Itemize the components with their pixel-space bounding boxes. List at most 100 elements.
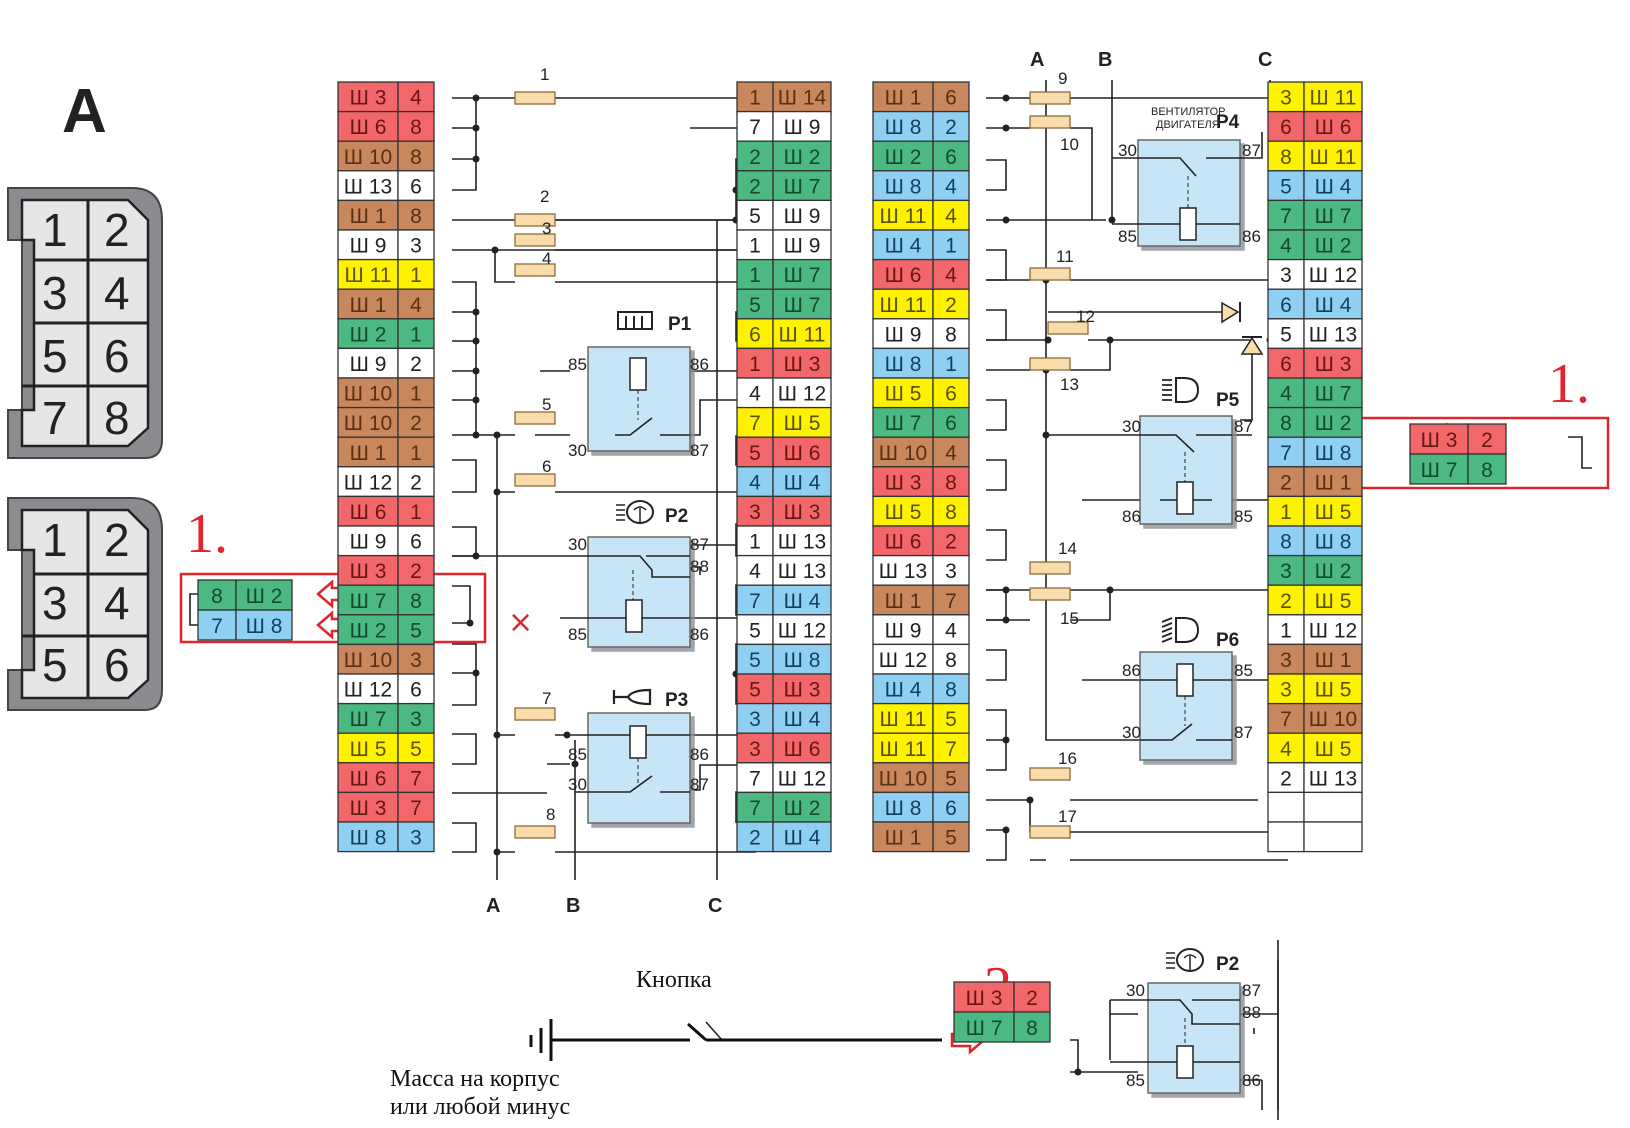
cell-text: 1 <box>945 235 957 258</box>
cell <box>1267 791 1305 823</box>
pin-label: 6 <box>104 330 130 382</box>
bus-label-c-bottom: C <box>708 895 722 917</box>
fuse-body <box>514 213 556 227</box>
cell <box>772 643 832 675</box>
relay-pin: 86 <box>1242 227 1261 246</box>
cell-text: Ш 3 <box>784 501 821 524</box>
cell-text: Ш 13 <box>778 531 826 554</box>
cell <box>337 140 399 172</box>
fuse-label: 5 <box>542 395 551 414</box>
relay-p6: P6 86 85 30 87 <box>1122 617 1253 761</box>
cell-text: Ш 5 <box>350 738 387 761</box>
cell-text: 1 <box>749 235 761 258</box>
fuse-label: 7 <box>542 689 551 708</box>
cell-text: Ш 9 <box>350 353 387 376</box>
cell-text: Ш 5 <box>1315 738 1352 761</box>
cell-text: 4 <box>1280 738 1292 761</box>
relay-pin: 86 <box>1242 1071 1261 1090</box>
cell-text: Ш 8 <box>885 175 922 198</box>
cell-text: 7 <box>211 615 223 638</box>
cell-text: Ш 2 <box>1315 412 1352 435</box>
cell <box>772 406 832 438</box>
cell-text: 1 <box>410 323 422 346</box>
cell <box>932 288 970 320</box>
relay-pin: 85 <box>1234 661 1253 680</box>
cell-text: 1 <box>945 353 957 376</box>
pin-label: 2 <box>104 514 130 566</box>
cell <box>397 495 435 527</box>
cell <box>932 318 970 350</box>
relay-pin: 87 <box>1242 981 1261 1000</box>
cell <box>1303 673 1363 705</box>
fuse-body <box>514 825 556 839</box>
relay-pin: 88 <box>690 557 709 576</box>
cell <box>772 791 832 823</box>
cell-text: Ш 9 <box>350 235 387 258</box>
relay-pin: 87 <box>1234 417 1253 436</box>
cell-text: Ш 2 <box>1315 560 1352 583</box>
fuse-body <box>514 263 556 277</box>
cell <box>772 436 832 468</box>
cell <box>772 288 832 320</box>
cell-text: 5 <box>945 827 957 850</box>
cell <box>1303 170 1363 202</box>
cell <box>337 406 399 438</box>
cell <box>397 406 435 438</box>
cell-text: 5 <box>749 205 761 228</box>
cell <box>872 199 934 231</box>
cell <box>872 584 934 616</box>
cell-text: 8 <box>410 590 422 613</box>
cell <box>872 791 934 823</box>
connector-8pin: 1 2 3 4 5 6 7 8 <box>7 187 163 459</box>
cell <box>1303 347 1363 379</box>
cell-text: Ш 2 <box>350 323 387 346</box>
cell-text: Ш 2 <box>885 146 922 169</box>
cell-text: 4 <box>749 471 761 494</box>
cell-text: 1 <box>749 264 761 287</box>
fuse-body <box>1029 825 1071 839</box>
cell <box>736 377 774 409</box>
cell-text: Ш 5 <box>784 412 821 435</box>
cell-text: 6 <box>945 412 957 435</box>
cell <box>397 702 435 734</box>
cell-text: 1 <box>410 383 422 406</box>
cell <box>736 762 774 794</box>
cell <box>337 614 399 646</box>
cell <box>872 288 934 320</box>
fuse-label: 11 <box>1056 247 1074 266</box>
cell <box>772 495 832 527</box>
cell <box>337 821 399 853</box>
cell-text: 2 <box>1280 590 1292 613</box>
cell <box>736 170 774 202</box>
cell-text: 6 <box>410 175 422 198</box>
cell-text: Ш 13 <box>344 175 392 198</box>
cell <box>772 170 832 202</box>
cell-text: Ш 3 <box>1421 429 1458 452</box>
relay-pin: 30 <box>1118 141 1137 160</box>
fuse-label: 6 <box>542 457 551 476</box>
fuse-label: 4 <box>542 249 551 268</box>
cell-text: Ш 8 <box>1315 531 1352 554</box>
cell-text: Ш 4 <box>784 590 821 613</box>
cell-text: 8 <box>945 501 957 524</box>
cell-text: 8 <box>945 323 957 346</box>
cell <box>736 821 774 853</box>
cell-text: Ш 7 <box>1315 205 1352 228</box>
